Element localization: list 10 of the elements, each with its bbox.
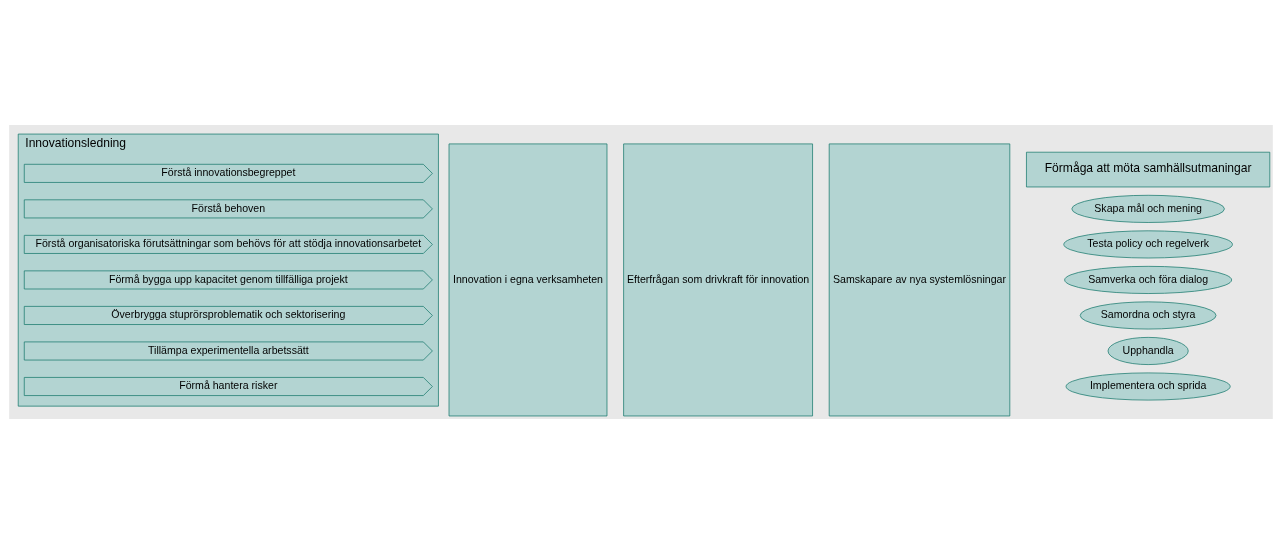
node-box: Förmåga att möta samhällsutmaningar xyxy=(1026,151,1271,187)
node-ellipse: Samordna och styra xyxy=(1079,300,1217,329)
node-ellipse: Samverka och föra dialog xyxy=(1064,265,1232,294)
node-ellipse: Upphandla xyxy=(1107,336,1189,365)
node-box: Innovation i egna verksamheten xyxy=(448,143,608,416)
node-box: Efterfrågan som drivkraft för innovation xyxy=(623,143,813,416)
node-box: Samskapare av nya systemlösningar xyxy=(828,143,1011,416)
node-ellipse: Testa policy och regelverk xyxy=(1063,229,1233,258)
node-ellipse: Implementera och sprida xyxy=(1065,372,1231,400)
node-ellipse: Skapa mål och mening xyxy=(1071,194,1225,223)
